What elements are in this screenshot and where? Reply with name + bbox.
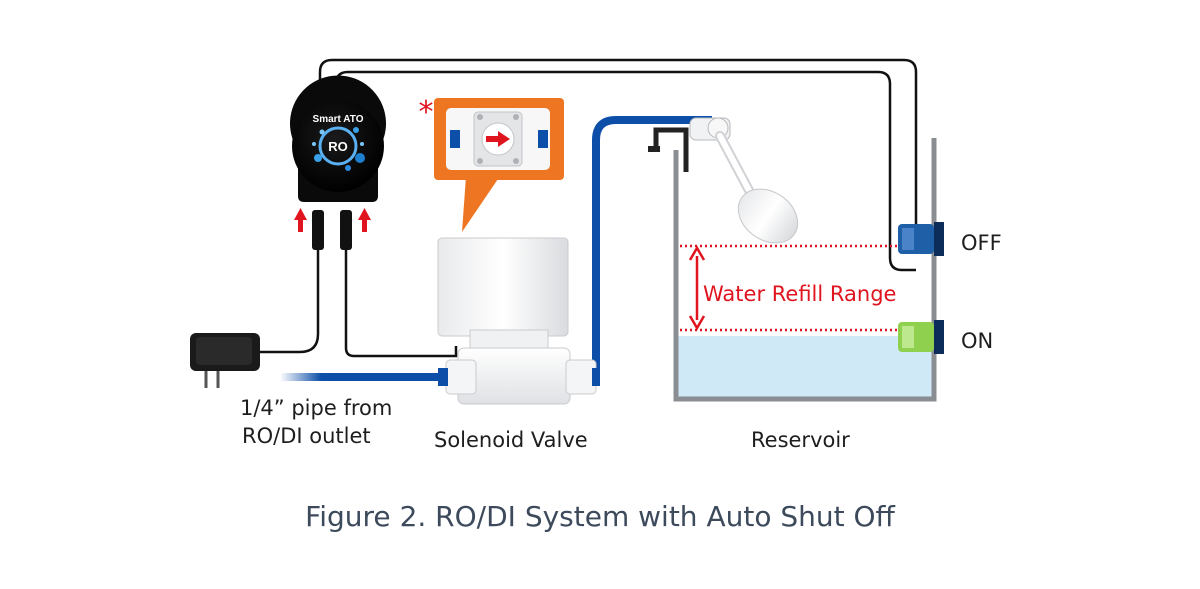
power-adapter-icon (190, 333, 260, 388)
on-label: ON (961, 329, 994, 353)
up-arrow-icon (294, 208, 307, 232)
valve-detail-callout (434, 98, 564, 232)
solenoid-label: Solenoid Valve (434, 428, 588, 452)
pipe-label-line2: RO/DI outlet (242, 424, 371, 448)
arrow-head-up (688, 245, 706, 261)
sensor-cable (318, 58, 918, 230)
float-switch-icon (689, 117, 799, 244)
reservoir-label: Reservoir (751, 428, 850, 452)
controller-badge: RO (328, 139, 348, 154)
solenoid-valve-icon (437, 237, 600, 405)
arrow-head-down (688, 315, 706, 331)
reservoir-water (676, 336, 934, 399)
dc-plug-right (340, 210, 352, 250)
off-label: OFF (961, 231, 1002, 255)
tank-clip (653, 127, 689, 172)
on-sensor-icon (898, 320, 944, 354)
valve-cable (344, 248, 458, 358)
off-sensor-icon (898, 222, 944, 256)
smart-ato-controller-icon (290, 75, 386, 202)
power-cable (260, 248, 320, 354)
tank-clip-screw (648, 146, 660, 152)
pipe-label-line1: 1/4” pipe from (240, 396, 393, 420)
input-pipe (280, 373, 445, 381)
reservoir-tank (673, 138, 937, 402)
asterisk-mark: * (419, 95, 434, 130)
dc-plug-left (312, 210, 324, 250)
figure-caption: Figure 2. RO/DI System with Auto Shut Of… (305, 500, 895, 533)
up-arrow-icon (358, 208, 371, 232)
output-pipe (592, 116, 712, 377)
controller-brand: Smart ATO (313, 114, 364, 125)
refill-range-label: Water Refill Range (703, 282, 897, 306)
